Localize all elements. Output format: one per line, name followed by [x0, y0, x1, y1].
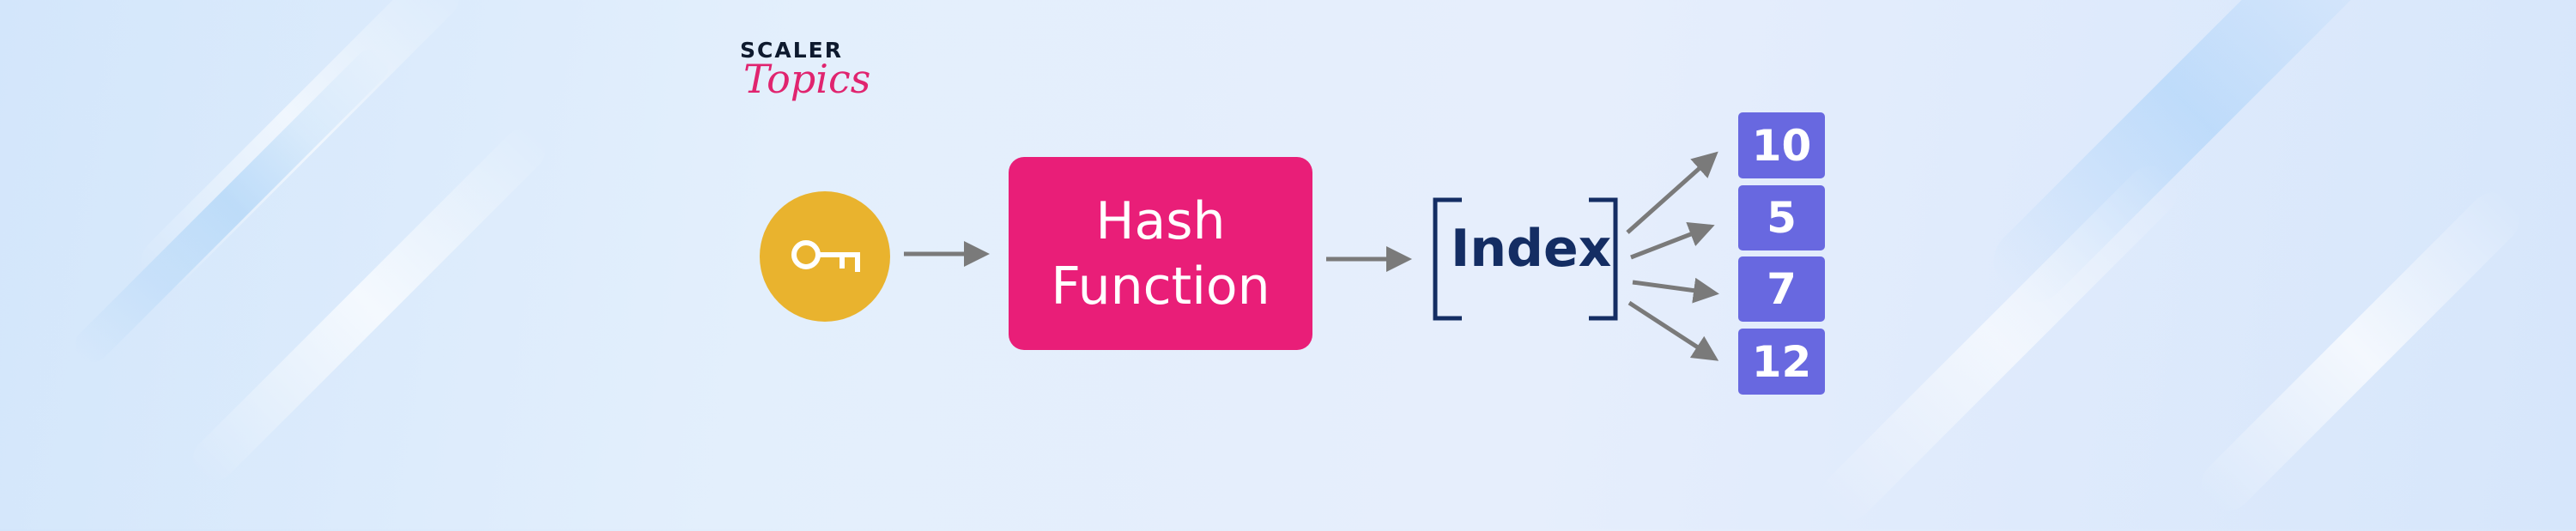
hash-label-line1: Hash	[1095, 190, 1226, 251]
right-bracket	[1589, 197, 1618, 321]
bucket-2: 5	[1738, 185, 1825, 250]
scaler-topics-logo: SCALER Topics	[740, 38, 871, 102]
key-icon	[791, 240, 860, 272]
hash-label-line2: Function	[1051, 256, 1270, 317]
bucket-3: 7	[1738, 256, 1825, 322]
bucket-4: 12	[1738, 329, 1825, 395]
arrow-index-to-bucket-4	[1627, 300, 1719, 361]
arrow-index-to-bucket-3	[1632, 277, 1719, 304]
logo-scaler: SCALER	[740, 38, 843, 63]
left-bracket	[1433, 197, 1462, 321]
arrow-index-to-bucket-2	[1630, 222, 1715, 260]
hash-function-box: Hash Function	[1009, 157, 1312, 350]
key-node	[760, 191, 890, 322]
bucket-1: 10	[1738, 112, 1825, 178]
logo-topics: Topics	[743, 56, 871, 102]
index-label: Index	[1451, 219, 1612, 279]
arrow-index-to-bucket-1	[1626, 151, 1718, 234]
